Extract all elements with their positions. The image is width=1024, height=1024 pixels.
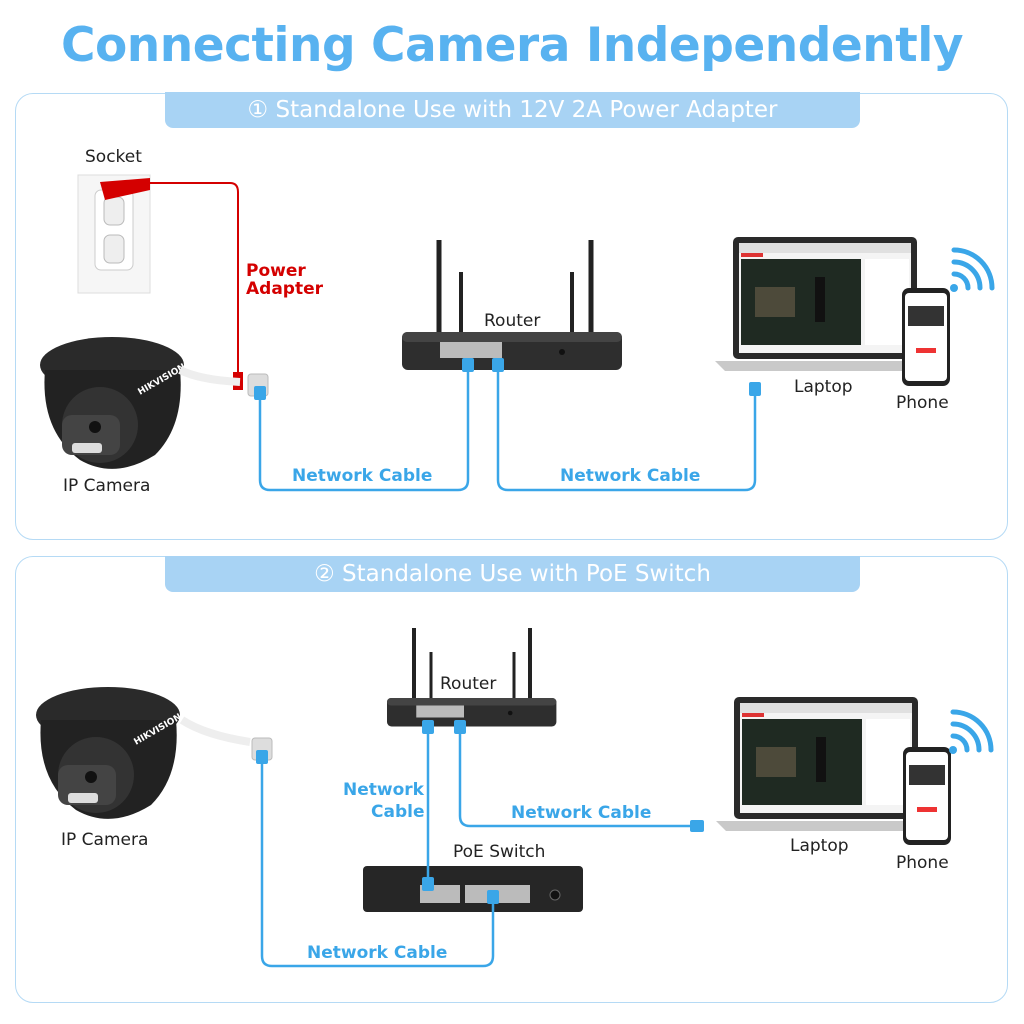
router-label: Router	[440, 674, 497, 694]
camera-label: IP Camera	[63, 476, 151, 496]
network-cable-label: Network Cable	[292, 466, 433, 486]
section-2-header: ② Standalone Use with PoE Switch	[165, 556, 860, 592]
phone-icon	[903, 747, 951, 845]
poe-switch-label: PoE Switch	[453, 842, 546, 862]
wifi-icon	[949, 712, 991, 754]
poe-switch-icon	[363, 866, 583, 912]
socket-label: Socket	[85, 147, 142, 167]
laptop-label: Laptop	[790, 836, 849, 856]
network-cable-label-line2: Cable	[371, 802, 425, 822]
wifi-icon	[950, 250, 992, 292]
power-adapter-label-line2: Adapter	[246, 279, 324, 299]
camera-icon	[36, 687, 184, 819]
section-1-header: ① Standalone Use with 12V 2A Power Adapt…	[165, 92, 860, 128]
network-cable-label-line1: Network	[343, 780, 424, 800]
network-cables-2	[260, 722, 700, 968]
page-title: Connecting Camera Independently	[61, 18, 963, 73]
socket-icon	[77, 174, 151, 294]
network-cable-label: Network Cable	[560, 466, 701, 486]
laptop-label: Laptop	[794, 377, 853, 397]
power-cable	[150, 182, 239, 378]
network-cable-label: Network Cable	[511, 803, 652, 823]
router-icon	[387, 628, 557, 727]
phone-icon	[902, 288, 950, 386]
phone-label: Phone	[896, 853, 949, 873]
phone-label: Phone	[896, 393, 949, 413]
router-icon	[402, 240, 622, 370]
camera-label: IP Camera	[61, 830, 149, 850]
camera-icon	[40, 337, 188, 469]
router-label: Router	[484, 311, 541, 331]
network-cables-1	[258, 360, 757, 492]
network-cable-label: Network Cable	[307, 943, 448, 963]
power-adapter-label-line1: Power	[246, 261, 306, 281]
